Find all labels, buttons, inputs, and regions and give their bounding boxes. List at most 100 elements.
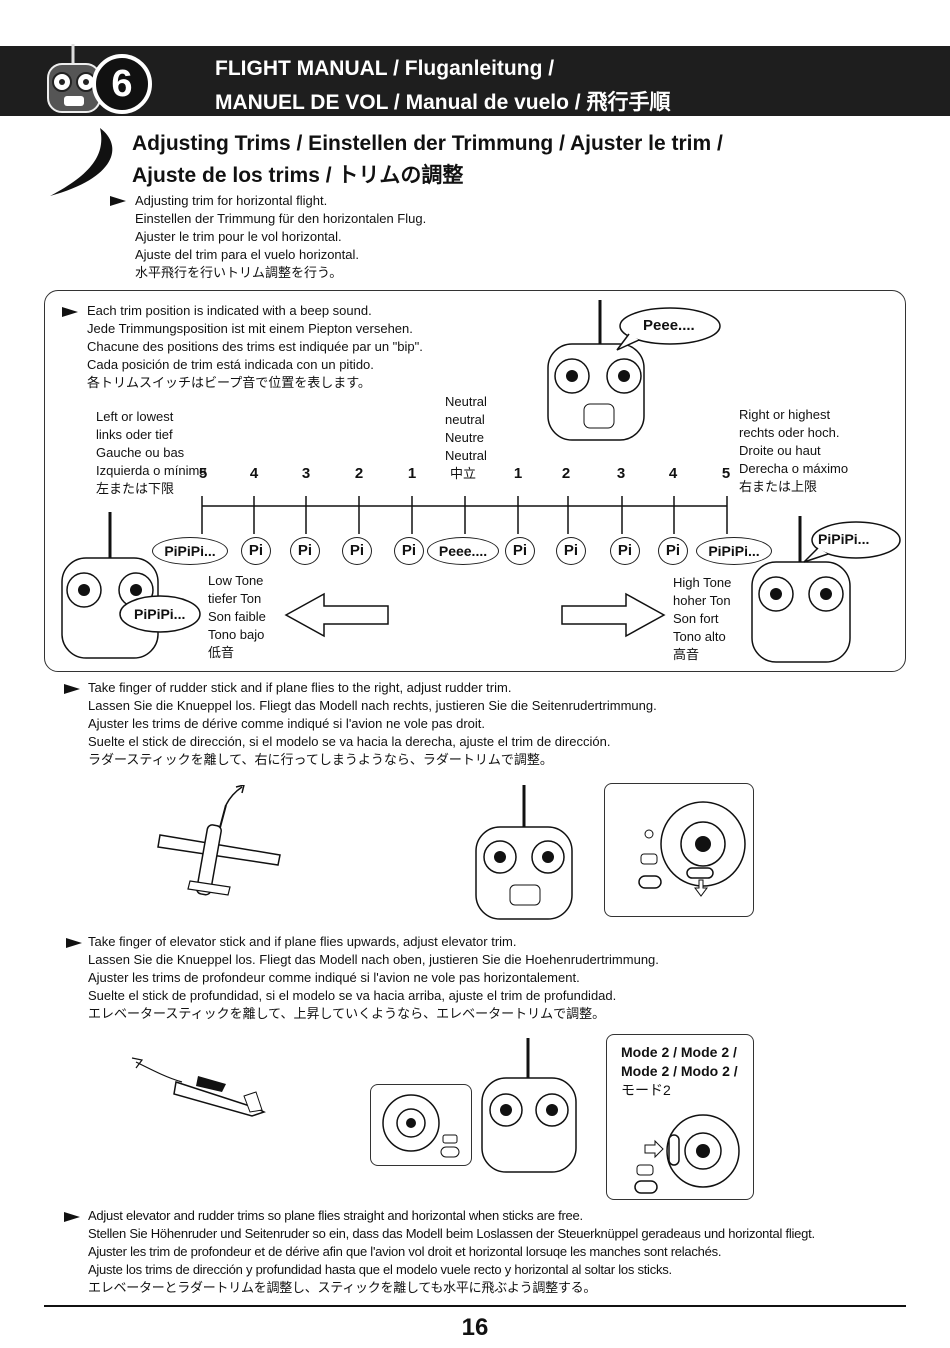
final-line: Stellen Sie Höhenruder und Seitenruder s… [88, 1226, 815, 1241]
elevator-line: Lassen Sie die Knueppel los. Fliegt das … [88, 952, 659, 967]
rudder-line: ラダースティックを離して、右に行ってしまうようなら、ラダートリムで調整。 [88, 752, 553, 767]
final-line: エレベーターとラダートリムを調整し、スティックを離しても水平に飛ぶよう調整する。 [88, 1280, 597, 1295]
trim-number: 5 [721, 465, 731, 482]
section-title-line2: Ajuste de los trims / トリムの調整 [132, 164, 464, 187]
bubble-top-text: Peee.... [643, 317, 695, 334]
transmitter-right-illustration [751, 516, 851, 663]
transmitter-elevator-illustration [481, 1038, 577, 1173]
intro-line: Adjusting trim for horizontal flight. [135, 193, 328, 208]
neutral-label: Neutre [445, 430, 485, 445]
rudder-line: Take finger of rudder stick and if plane… [88, 680, 512, 695]
trim-number: 5 [198, 465, 208, 482]
elevator-line: Ajuster les trims de profondeur comme in… [88, 970, 580, 985]
rudder-line: Suelte el stick de dirección, si el mode… [88, 734, 611, 749]
beep-line: Each trim position is indicated with a b… [87, 303, 372, 318]
mode2-trim-illustration [634, 1114, 740, 1194]
speech-bubble-right [803, 521, 901, 563]
left-labels: Left or lowest links oder tief Gauche ou… [96, 408, 207, 498]
high-tone-label: 高音 [673, 647, 700, 662]
high-tone-label: High Tone [673, 575, 732, 590]
right-label: Droite ou haut [739, 443, 821, 458]
trim-number: 3 [616, 465, 626, 482]
header-banner [0, 46, 950, 116]
neutral-labels: Neutral neutral Neutre Neutral 中立 [445, 393, 487, 483]
mode-label: Mode 2 / Mode 2 / Mode 2 / Modo 2 / モード2 [621, 1043, 738, 1100]
beep-line: Cada posición de trim está indicada con … [87, 357, 374, 372]
high-tone-labels: High Tone hoher Ton Son fort Tono alto 高… [673, 574, 731, 664]
neutral-label: 中立 [450, 466, 477, 481]
mode2-detail-box: Mode 2 / Mode 2 / Mode 2 / Modo 2 / モード2 [606, 1034, 754, 1200]
trim-number: 1 [407, 465, 417, 482]
mode-line: Mode 2 / Modo 2 / [621, 1063, 738, 1079]
page-number: 16 [461, 1314, 489, 1341]
airplane-climbing-illustration [131, 1057, 266, 1117]
transmitter-icon [47, 44, 101, 113]
low-tone-label: 低音 [208, 645, 235, 660]
section-swoosh-icon [50, 128, 113, 196]
trim-number: 2 [354, 465, 364, 482]
left-label: links oder tief [96, 427, 173, 442]
transmitter-rudder-illustration [475, 785, 573, 920]
beep-pill: Peee.... [427, 537, 499, 565]
low-tone-label: tiefer Ton [208, 591, 262, 606]
left-label: Gauche ou bas [96, 445, 185, 460]
intro-line: Ajuster le trim pour le vol horizontal. [135, 229, 342, 244]
beep-line: Chacune des positions des trims est indi… [87, 339, 423, 354]
beep-pill: Pi [556, 537, 586, 565]
rudder-text: Take finger of rudder stick and if plane… [88, 679, 657, 769]
elevator-line: Take finger of elevator stick and if pla… [88, 934, 517, 949]
intro-text: Adjusting trim for horizontal flight. Ei… [135, 192, 426, 282]
bubble-right-text: PiPiPi... [818, 531, 870, 547]
elevator-trim-left-illustration [382, 1094, 460, 1158]
right-label: 右または上限 [739, 479, 818, 494]
elevator-line: エレベータースティックを離して、上昇していくようなら、エレベータートリムで調整。 [88, 1006, 606, 1021]
final-line: Adjust elevator and rudder trims so plan… [88, 1208, 583, 1223]
rudder-line: Lassen Sie die Knueppel los. Fliegt das … [88, 698, 657, 713]
intro-line: 水平飛行を行いトリム調整を行う。 [135, 265, 343, 280]
header-title-line1: FLIGHT MANUAL / Fluganleitung / [215, 57, 555, 80]
right-label: Derecha o máximo [739, 461, 849, 476]
beep-line: Jede Trimmungsposition ist mit einem Pie… [87, 321, 413, 336]
high-tone-label: Tono alto [673, 629, 726, 644]
trim-number: 2 [561, 465, 571, 482]
speech-bubble-left [119, 595, 201, 633]
final-text: Adjust elevator and rudder trims so plan… [88, 1207, 815, 1297]
high-tone-label: Son fort [673, 611, 719, 626]
beep-pill: Pi [394, 537, 424, 565]
elevator-text: Take finger of elevator stick and if pla… [88, 933, 659, 1023]
beep-pill: Pi [241, 537, 271, 565]
intro-line: Einstellen der Trimmung für den horizont… [135, 211, 427, 226]
right-label: rechts oder hoch. [739, 425, 840, 440]
beep-pill: PiPiPi... [152, 537, 228, 565]
elevator-trim-detail-left [370, 1084, 472, 1166]
mode-line: モード2 [621, 1082, 671, 1098]
neutral-label: Neutral [445, 394, 487, 409]
chapter-number: 6 [92, 54, 152, 114]
low-tone-label: Son faible [208, 609, 266, 624]
elevator-line: Suelte el stick de profundidad, si el mo… [88, 988, 617, 1003]
right-arrow-icon [561, 592, 666, 638]
intro-line: Ajuste del trim para el vuelo horizontal… [135, 247, 360, 262]
beep-pill: PiPiPi... [696, 537, 772, 565]
bullet-arrow-icon [66, 938, 82, 948]
bubble-left-text: PiPiPi... [134, 606, 186, 622]
neutral-label: Neutral [445, 448, 487, 463]
bullet-arrow-icon [64, 684, 80, 694]
final-line: Ajuster les trim de profondeur et de dér… [88, 1244, 722, 1259]
rudder-trim-detail-box [604, 783, 754, 917]
trim-number: 3 [301, 465, 311, 482]
left-label: Izquierda o mínima [96, 463, 207, 478]
beep-line: 各トリムスイッチはビープ音で位置を表します。 [87, 375, 371, 390]
right-label: Right or highest [739, 407, 831, 422]
low-tone-labels: Low Tone tiefer Ton Son faible Tono bajo… [208, 572, 266, 662]
bullet-arrow-icon [110, 196, 126, 206]
low-tone-label: Tono bajo [208, 627, 265, 642]
bullet-arrow-icon [64, 1212, 80, 1222]
airplane-turning-illustration [157, 785, 281, 896]
beep-pill: Pi [290, 537, 320, 565]
rudder-line: Ajuster les trims de dérive comme indiqu… [88, 716, 485, 731]
mode-line: Mode 2 / Mode 2 / [621, 1044, 737, 1060]
final-line: Ajuste los trims de dirección y profundi… [88, 1262, 672, 1277]
beep-info-text: Each trim position is indicated with a b… [87, 302, 423, 392]
speech-bubble-top [616, 307, 721, 351]
